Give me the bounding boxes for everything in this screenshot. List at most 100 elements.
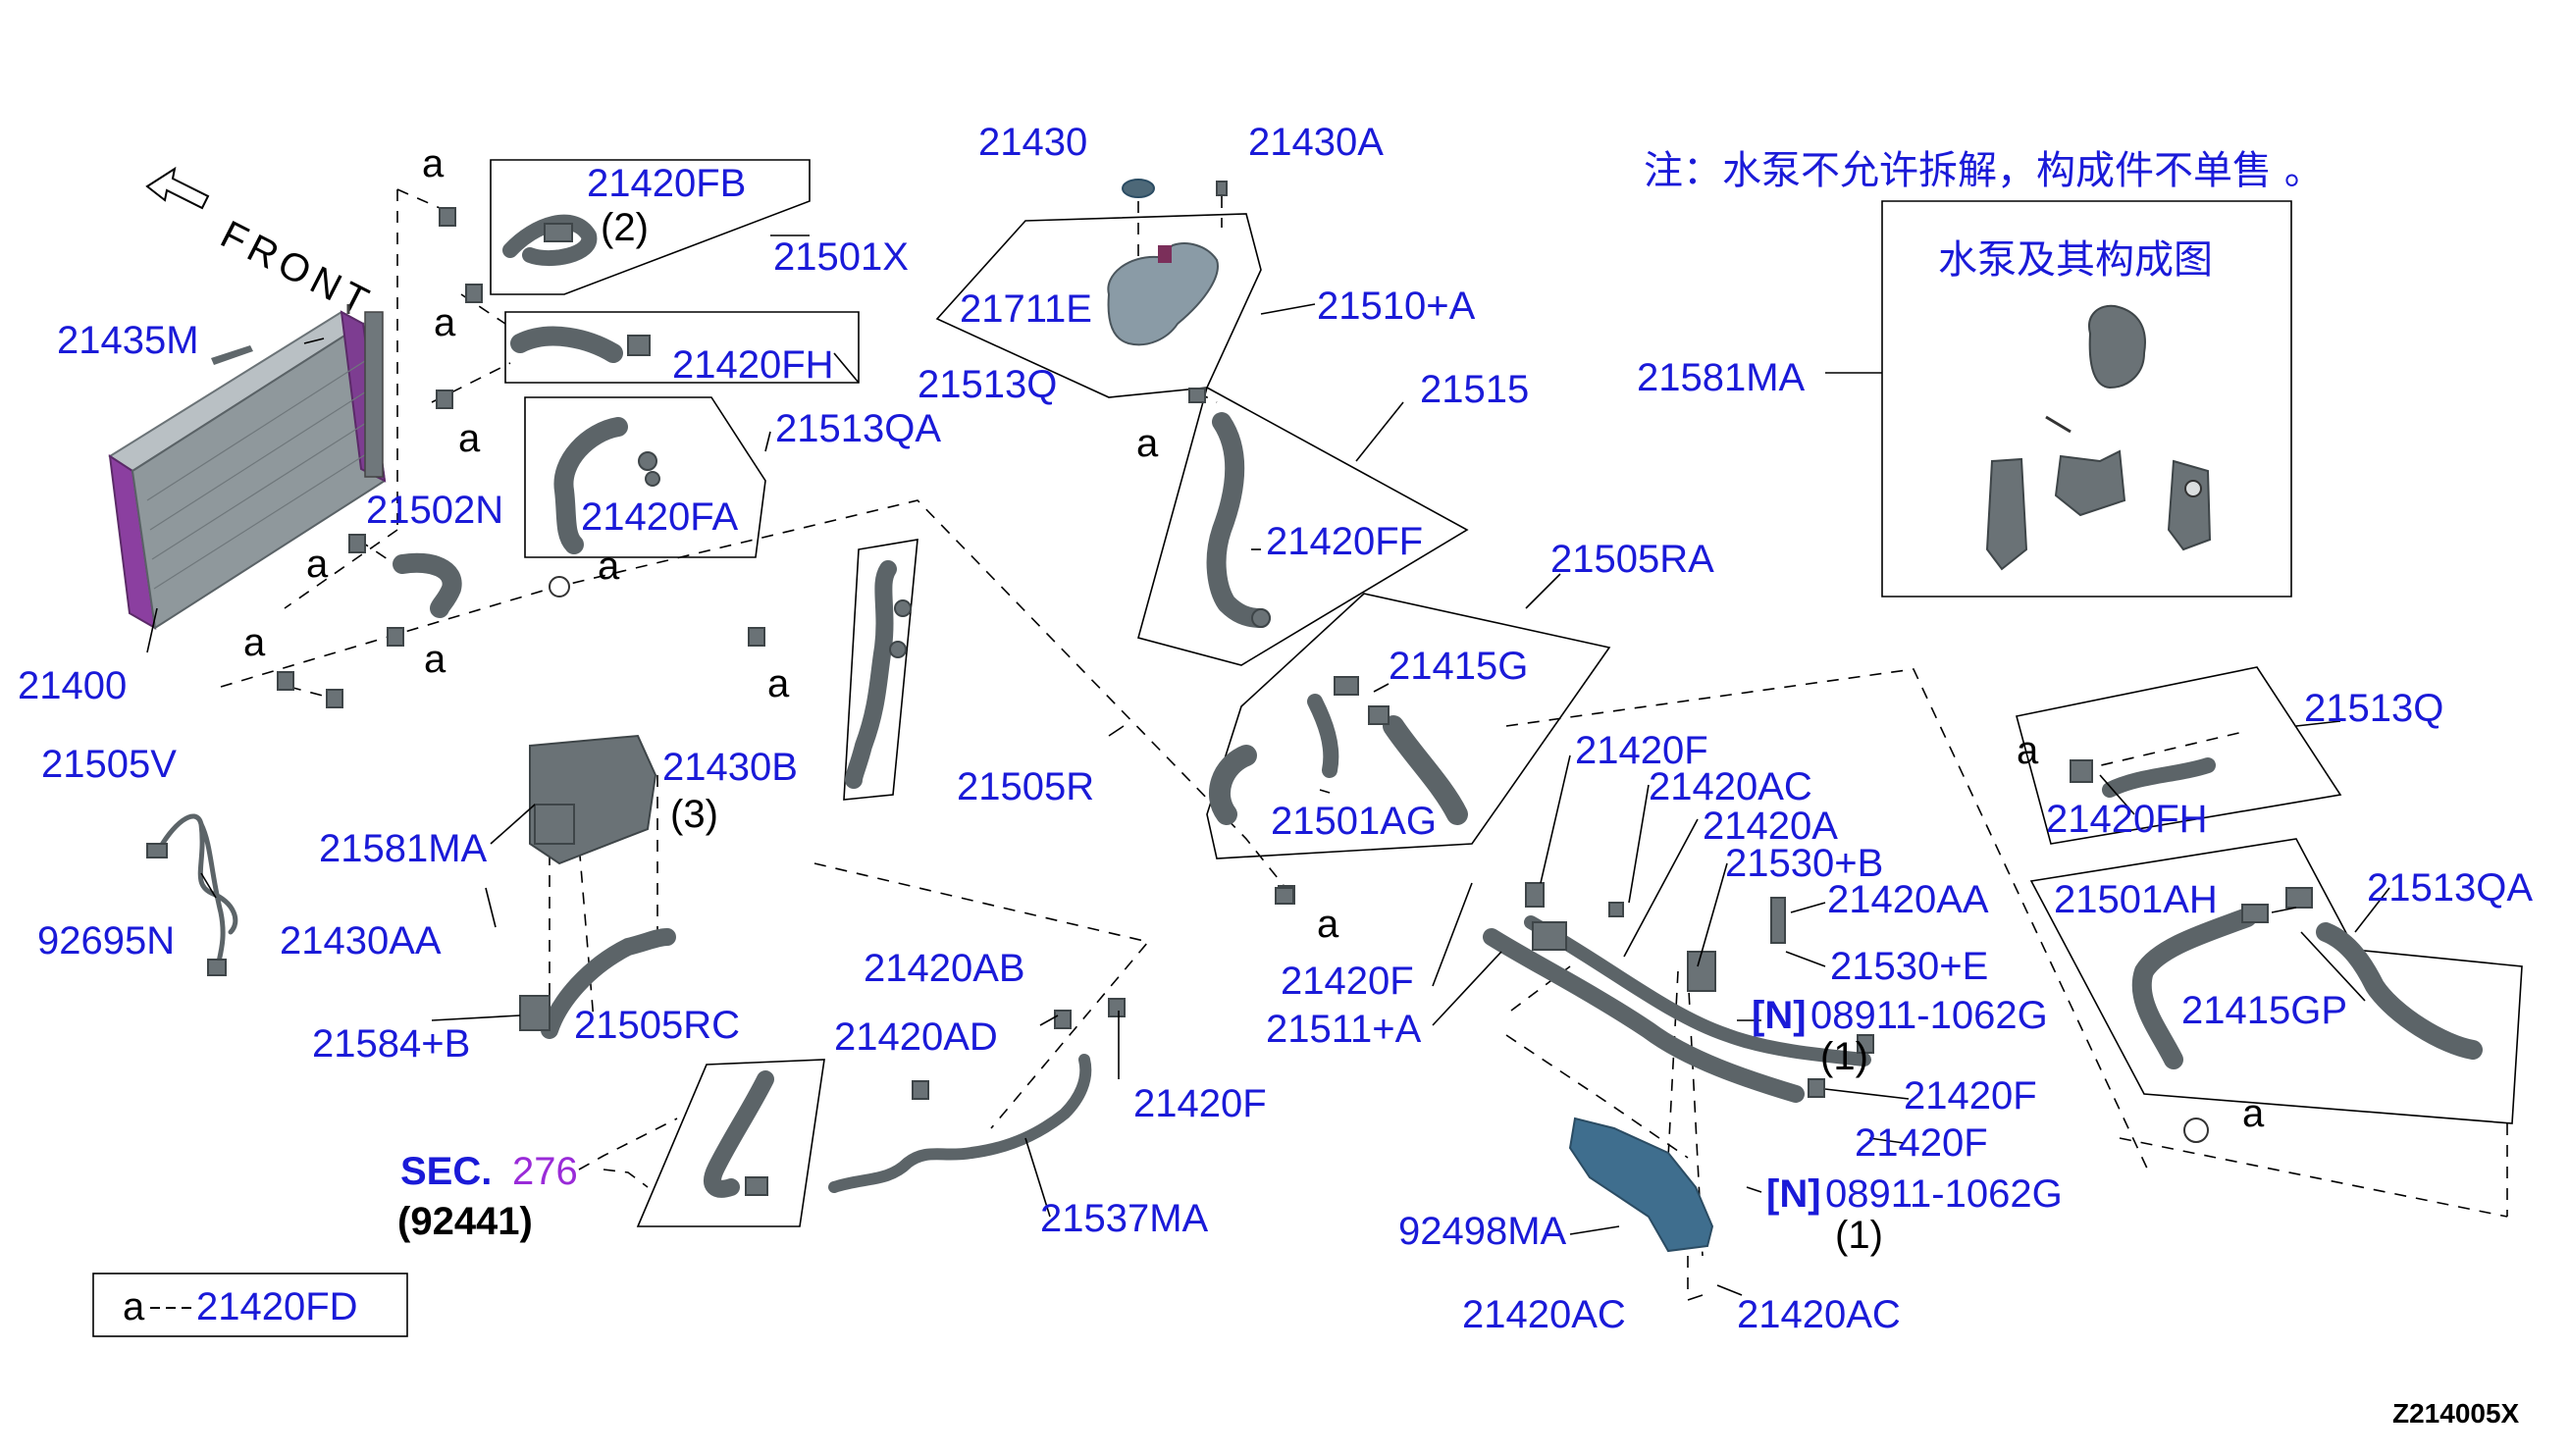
front-label: FRONT bbox=[214, 213, 380, 326]
part-label-21584B: 21584+B bbox=[312, 1022, 470, 1066]
dashed-outline-sec276-b bbox=[603, 1169, 649, 1188]
leader-lines bbox=[146, 234, 2390, 1301]
wire-harness-92695N-drawing bbox=[146, 813, 238, 976]
group-outline-21505RA bbox=[1206, 593, 1611, 859]
a-marker-10: a bbox=[1317, 903, 1339, 946]
pipe-21511A-drawing bbox=[1483, 882, 1874, 1103]
water-pump-drawing bbox=[1985, 304, 2212, 571]
part-label-21420F-top: 21420F bbox=[1575, 729, 1708, 772]
part-label-21430A: 21430A bbox=[1248, 121, 1384, 164]
dashed-line-92498-1 bbox=[1667, 970, 1679, 1159]
hose-21513Q-right-drawing bbox=[2070, 757, 2216, 798]
a-marker-4: a bbox=[306, 543, 329, 586]
part-label-21420FB: 21420FB bbox=[587, 162, 746, 205]
part-label-21420AC-top: 21420AC bbox=[1649, 765, 1812, 808]
sec-number: 276 bbox=[512, 1150, 578, 1193]
group-outline-21515 bbox=[1137, 386, 1469, 666]
hose-21505R-drawing bbox=[845, 560, 912, 789]
a-marker-9: a bbox=[1136, 422, 1159, 465]
part-label-21420FH-right: 21420FH bbox=[2046, 798, 2208, 841]
group-outline-21513QA-right bbox=[2029, 838, 2523, 1124]
quantity-callout-1a: (1) bbox=[1820, 1035, 1868, 1078]
part-label-21711E: 21711E bbox=[960, 287, 1092, 331]
a-marker-2: a bbox=[434, 301, 456, 344]
part-label-21430AA: 21430AA bbox=[280, 919, 442, 962]
part-label-21505R: 21505R bbox=[957, 765, 1094, 808]
part-label-21581MA: 21581MA bbox=[319, 827, 488, 870]
n-tag-1: [N] bbox=[1752, 994, 1807, 1037]
dashed-outline-lower bbox=[1505, 668, 2150, 1173]
part-label-21513QA: 21513QA bbox=[775, 407, 941, 450]
part-label-21515: 21515 bbox=[1420, 368, 1529, 411]
front-arrow: FRONT bbox=[145, 166, 380, 326]
part-label-21420F-lower-left: 21420F bbox=[1133, 1082, 1267, 1125]
part-label-21513QA-right: 21513QA bbox=[2367, 866, 2533, 910]
dashed-line-21420FB bbox=[396, 188, 447, 212]
part-label-21420A: 21420A bbox=[1703, 805, 1838, 848]
note-text: 注：水泵不允许拆解，构成件不单售 。 bbox=[1644, 148, 2324, 193]
hose-21501X-drawing bbox=[502, 214, 598, 266]
part-label-21510A: 21510+A bbox=[1317, 285, 1476, 328]
hose-21505RA-drawing bbox=[1208, 676, 1468, 905]
part-label-21505V: 21505V bbox=[41, 743, 177, 786]
a-marker-11: a bbox=[2017, 729, 2039, 772]
part-label-21511A: 21511+A bbox=[1266, 1008, 1422, 1051]
group-outline-21501X bbox=[490, 159, 811, 295]
part-label-21430: 21430 bbox=[978, 121, 1087, 164]
hose-21515-drawing bbox=[1206, 412, 1271, 628]
part-label-92498MA: 92498MA bbox=[1398, 1210, 1567, 1253]
part-label-21501X: 21501X bbox=[773, 235, 909, 279]
dashed-outline-engine bbox=[220, 499, 1286, 889]
a-marker-8: a bbox=[767, 662, 790, 705]
part-label-08911-1062G-2: 08911-1062G bbox=[1825, 1172, 2063, 1216]
reservoir-tank-21510A-drawing bbox=[1107, 179, 1228, 403]
part-label-21435M: 21435M bbox=[57, 319, 199, 362]
sec-ref: (92441) bbox=[397, 1200, 533, 1243]
a-marker-3: a bbox=[458, 417, 481, 460]
part-label-21400: 21400 bbox=[18, 664, 127, 707]
group-outline-water-pump bbox=[1881, 200, 2292, 598]
group-outline-21505RC bbox=[636, 1059, 825, 1227]
part-label-21505RC: 21505RC bbox=[574, 1004, 740, 1047]
hose-21513QA-right-drawing bbox=[2183, 922, 2483, 1143]
dashed-line-21513QA-right-2 bbox=[2119, 1137, 2508, 1218]
part-label-21420AA: 21420AA bbox=[1827, 878, 1989, 921]
part-label-21430B: 21430B bbox=[662, 746, 798, 789]
thermostat-housing-21581MA-drawing bbox=[529, 734, 657, 865]
sec-label: SEC. bbox=[400, 1150, 492, 1193]
inset-title: 水泵及其构成图 bbox=[1938, 237, 2213, 283]
dashed-line-left-2 bbox=[284, 529, 398, 609]
dashed-line-21513Q-right bbox=[2079, 730, 2248, 771]
part-label-21420F-lower-right-1: 21420F bbox=[1904, 1074, 2037, 1118]
quantity-callout-2: (2) bbox=[601, 206, 649, 249]
part-label-21420AC-bottom-left: 21420AC bbox=[1462, 1293, 1626, 1336]
part-label-21513Q-right: 21513Q bbox=[2304, 687, 2443, 730]
hose-21505RC-drawing bbox=[704, 1070, 774, 1198]
part-label-21415G: 21415G bbox=[1389, 645, 1528, 688]
part-label-21420AC-bottom-right: 21420AC bbox=[1737, 1293, 1901, 1336]
part-label-21420FH: 21420FH bbox=[672, 343, 834, 387]
part-label-21505RA: 21505RA bbox=[1550, 538, 1714, 581]
part-label-21415GP: 21415GP bbox=[2181, 989, 2347, 1032]
hose-21501AH-drawing bbox=[2131, 887, 2313, 1069]
part-label-21420F-mid: 21420F bbox=[1281, 960, 1414, 1003]
legend-key: a bbox=[123, 1285, 145, 1328]
part-label-21501AG: 21501AG bbox=[1271, 800, 1437, 843]
part-label-21581MA-inset: 21581MA bbox=[1637, 356, 1806, 399]
a-marker-5: a bbox=[598, 545, 620, 588]
part-label-21420F-lower-right-2: 21420F bbox=[1855, 1121, 1988, 1165]
quantity-callout-1b: (1) bbox=[1835, 1214, 1883, 1257]
hose-21502N-drawing bbox=[393, 552, 462, 618]
group-outline-21513QA bbox=[524, 396, 766, 558]
dashed-line-21420FH bbox=[431, 362, 511, 403]
cover-92498MA-drawing bbox=[1568, 1117, 1714, 1253]
group-outline-21505R bbox=[843, 539, 918, 801]
part-label-92695N: 92695N bbox=[37, 919, 175, 962]
hose-21537MA-drawing bbox=[828, 998, 1126, 1193]
part-label-21530E: 21530+E bbox=[1830, 945, 1988, 988]
part-label-21513Q: 21513Q bbox=[918, 363, 1057, 406]
part-label-21420AB: 21420AB bbox=[864, 947, 1025, 990]
n-tag-2: [N] bbox=[1766, 1172, 1821, 1216]
a-marker-1: a bbox=[422, 142, 445, 185]
